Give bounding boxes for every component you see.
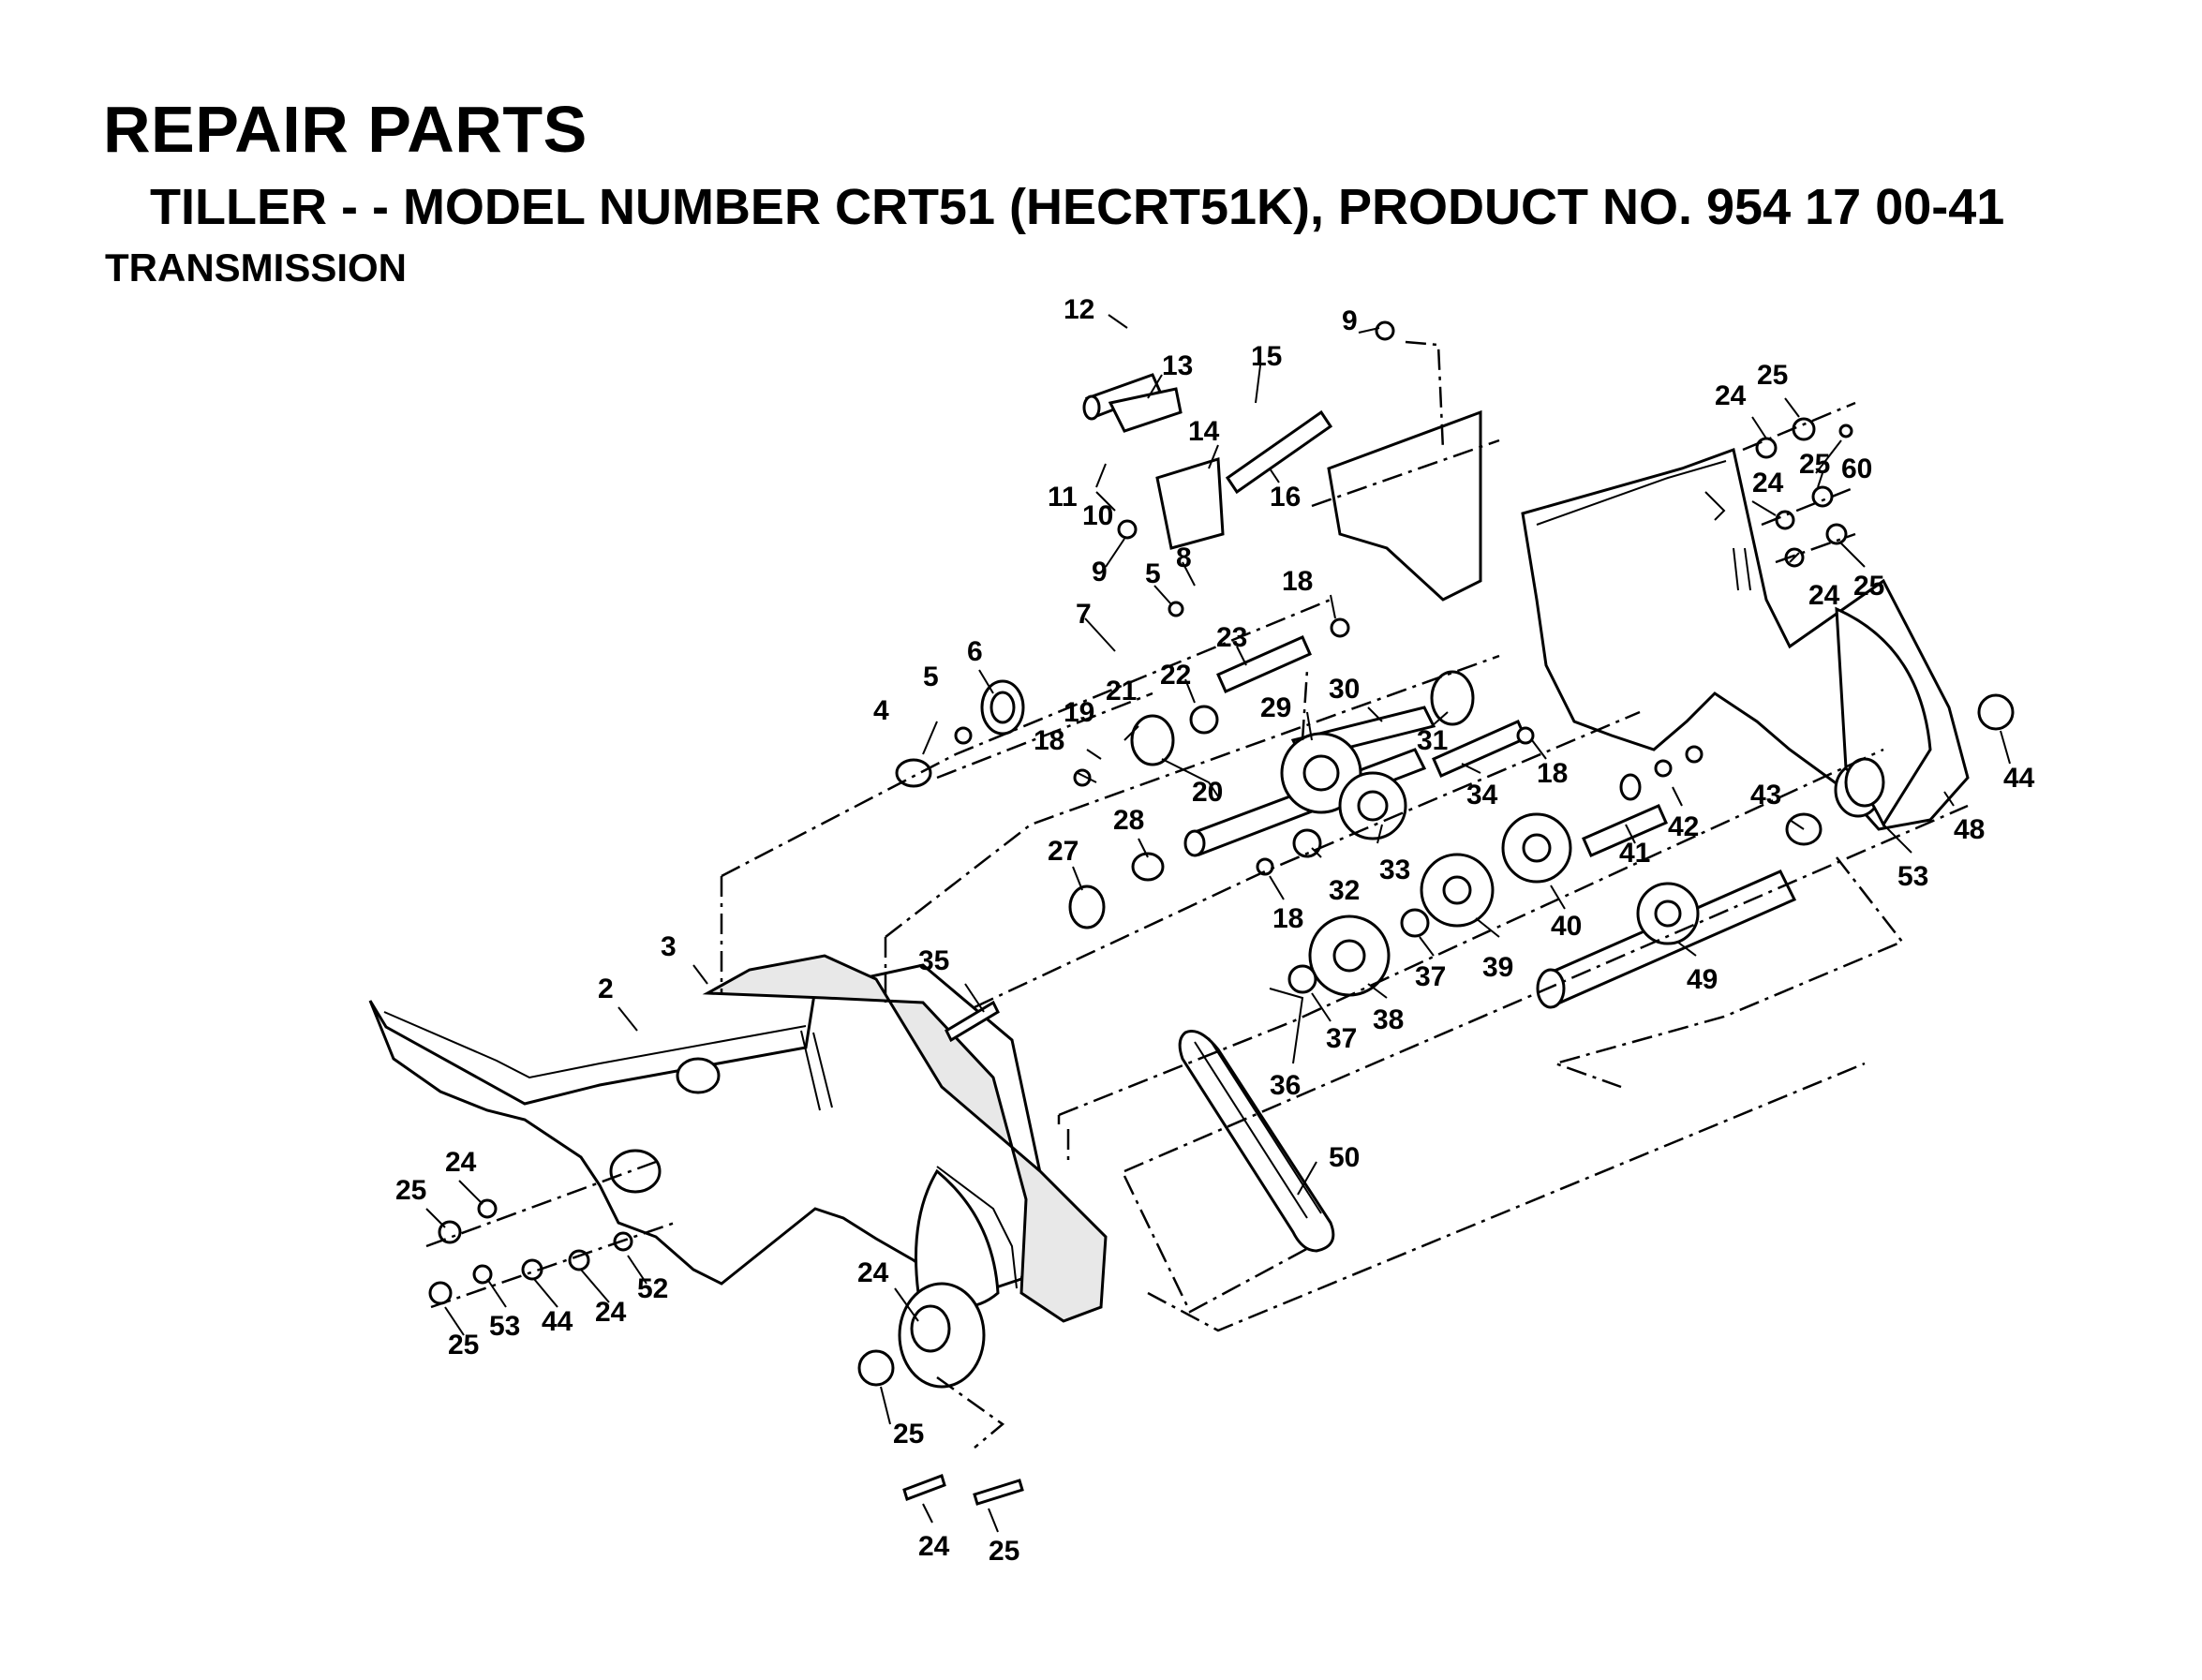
part-label: 18 — [1272, 903, 1303, 934]
part-label: 24 — [595, 1297, 627, 1328]
part-label: 38 — [1373, 1004, 1404, 1035]
part-label: 28 — [1113, 805, 1144, 836]
part-label: 22 — [1160, 660, 1191, 691]
part-label: 14 — [1188, 416, 1220, 447]
part-label: 24 — [1752, 468, 1784, 498]
part-label: 19 — [1064, 697, 1094, 728]
part-label: 7 — [1076, 599, 1092, 630]
part-label: 53 — [1897, 861, 1928, 892]
part-label: 25 — [1799, 449, 1830, 480]
part-label: 6 — [967, 636, 983, 667]
part-label: 37 — [1326, 1023, 1357, 1054]
part-label: 5 — [1145, 558, 1161, 589]
part-label: 35 — [918, 945, 949, 976]
part-label: 8 — [1176, 543, 1192, 573]
part-label: 18 — [1034, 725, 1064, 756]
part-label: 24 — [1715, 380, 1747, 411]
part-label: 2 — [598, 974, 614, 1004]
part-label: 23 — [1216, 622, 1247, 653]
shafts-and-gears — [428, 320, 2015, 1506]
part-label: 25 — [1853, 571, 1884, 602]
part-label: 25 — [989, 1536, 1019, 1567]
part-label: 33 — [1379, 855, 1410, 885]
part-label: 15 — [1251, 341, 1282, 372]
part-label: 25 — [395, 1175, 426, 1206]
part-label: 21 — [1106, 676, 1137, 706]
part-label: 43 — [1750, 780, 1781, 810]
part-label: 49 — [1687, 964, 1718, 995]
part-label: 24 — [857, 1257, 889, 1288]
part-label: 44 — [542, 1306, 573, 1337]
part-label: 30 — [1329, 674, 1360, 705]
left-housing-cover — [702, 954, 1108, 1323]
drive-belt — [1178, 1030, 1335, 1253]
part-label: 44 — [2003, 763, 2035, 794]
part-label: 32 — [1329, 875, 1360, 906]
axis-lines — [425, 340, 1969, 1449]
section-heading: TRANSMISSION — [105, 245, 408, 290]
part-labels: 12 13 15 9 14 11 10 16 9 8 5 18 7 23 6 5… — [395, 294, 2035, 1567]
part-label: 24 — [1808, 580, 1840, 611]
part-label: 11 — [1048, 482, 1078, 513]
part-label: 41 — [1619, 838, 1650, 869]
part-label: 42 — [1668, 811, 1699, 842]
part-label: 16 — [1270, 482, 1301, 513]
part-label: 36 — [1270, 1070, 1301, 1101]
part-label: 25 — [1757, 360, 1788, 391]
page-title: REPAIR PARTS — [103, 93, 588, 166]
part-label: 48 — [1954, 814, 1985, 845]
part-label: 3 — [661, 931, 677, 962]
left-housing — [368, 963, 1047, 1300]
part-label: 29 — [1260, 692, 1291, 723]
part-label: 25 — [893, 1419, 924, 1450]
part-label: 10 — [1082, 500, 1113, 531]
part-label: 13 — [1162, 350, 1193, 381]
part-label: 31 — [1417, 725, 1448, 756]
part-label: 9 — [1092, 557, 1108, 587]
part-label: 12 — [1064, 294, 1094, 325]
model-subtitle: TILLER - - MODEL NUMBER CRT51 (HECRT51K)… — [150, 179, 2005, 235]
part-label: 24 — [918, 1531, 950, 1562]
part-label: 27 — [1048, 836, 1079, 867]
part-label: 40 — [1551, 911, 1582, 942]
part-label: 20 — [1192, 777, 1223, 808]
part-label: 53 — [489, 1311, 520, 1342]
part-label: 4 — [873, 695, 889, 726]
part-label: 52 — [637, 1273, 668, 1304]
part-label: 34 — [1466, 780, 1498, 810]
part-label: 18 — [1282, 566, 1313, 597]
part-label: 60 — [1841, 453, 1872, 484]
part-label: 25 — [448, 1330, 479, 1360]
part-label: 37 — [1415, 961, 1446, 992]
part-label: 5 — [923, 662, 939, 692]
part-label: 24 — [445, 1147, 477, 1178]
leader-lines — [425, 314, 2011, 1533]
part-label: 18 — [1537, 758, 1568, 789]
part-label: 9 — [1342, 305, 1358, 336]
part-label: 50 — [1329, 1142, 1360, 1173]
part-label: 39 — [1482, 952, 1513, 983]
